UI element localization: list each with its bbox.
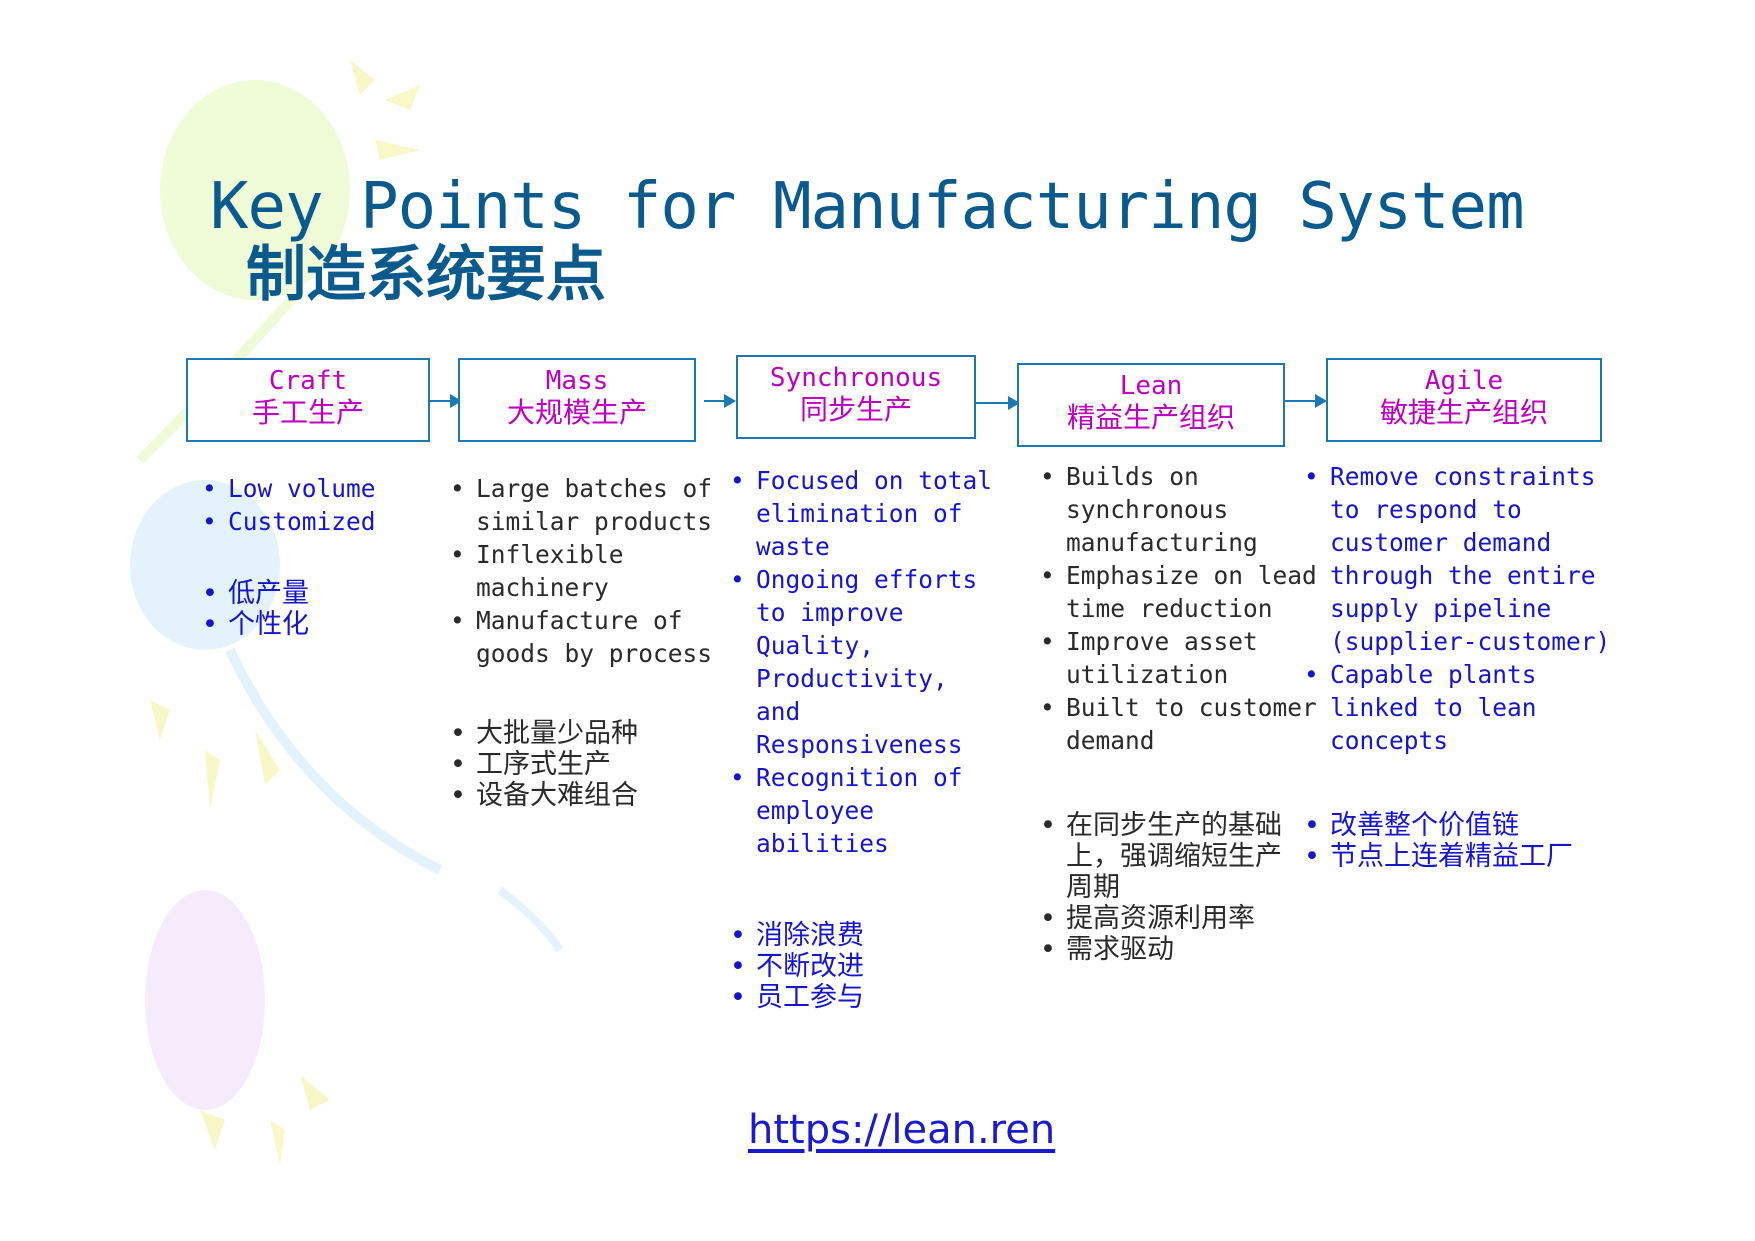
list-item: 低产量 [198,578,428,609]
list-item: Ongoing efforts to improve Quality, Prod… [726,563,998,761]
list-item: 设备大难组合 [446,780,716,811]
list-item: 不断改进 [726,951,998,982]
stage-agile-zh: 敏捷生产组织 [1379,396,1548,429]
lean-points-zh: 在同步生产的基础上，强调缩短生产周期 提高资源利用率 需求驱动 [1036,810,1302,965]
stage-lean: Lean 精益生产组织 [1017,363,1285,447]
list-item: Focused on total elimination of waste [726,464,998,563]
list-item: 改善整个价值链 [1300,810,1620,841]
list-item: Improve asset utilization [1036,625,1336,691]
synchronous-points-zh: 消除浪费 不断改进 员工参与 [726,920,998,1013]
list-item: Large batches of similar products [446,472,716,538]
stage-synchronous-en: Synchronous [769,363,943,393]
mass-points-en: Large batches of similar products Inflex… [446,472,716,670]
list-item: Builds on synchronous manufacturing [1036,460,1336,559]
list-item: 个性化 [198,609,428,640]
stage-synchronous-zh: 同步生产 [799,393,912,426]
list-item: 节点上连着精益工厂 [1300,841,1620,872]
list-item: Built to customer demand [1036,691,1336,757]
list-item: 提高资源利用率 [1036,903,1302,934]
mass-points-zh: 大批量少品种 工序式生产 设备大难组合 [446,718,716,811]
craft-points-en: Low volume Customized [198,472,428,538]
agile-points-zh: 改善整个价值链 节点上连着精益工厂 [1300,810,1620,872]
craft-points-zh: 低产量 个性化 [198,578,428,640]
stage-agile: Agile 敏捷生产组织 [1326,358,1602,442]
list-item: Low volume [198,472,428,505]
agile-points-en: Remove constraints to respond to custome… [1300,460,1620,757]
arrow-2 [704,394,736,408]
list-item: 需求驱动 [1036,934,1302,965]
list-item: Inflexible machinery [446,538,716,604]
website-link[interactable]: https://lean.ren [748,1107,1056,1153]
list-item: 工序式生产 [446,749,716,780]
list-item: Remove constraints to respond to custome… [1300,460,1620,658]
arrow-4 [1285,394,1327,408]
arrow-1 [430,394,462,408]
lean-points-en: Builds on synchronous manufacturing Emph… [1036,460,1336,757]
list-item: Capable plants linked to lean concepts [1300,658,1620,757]
list-item: 消除浪费 [726,920,998,951]
stage-mass: Mass 大规模生产 [458,358,696,442]
page-title: Key Points for Manufacturing System [210,170,1525,244]
stage-mass-zh: 大规模生产 [506,396,647,429]
list-item: 大批量少品种 [446,718,716,749]
list-item: Customized [198,505,428,538]
list-item: 员工参与 [726,982,998,1013]
page-subtitle: 制造系统要点 [246,240,606,310]
stage-craft-zh: 手工生产 [251,396,364,429]
stage-lean-zh: 精益生产组织 [1066,401,1235,434]
stage-mass-en: Mass [545,366,609,396]
arrow-3 [976,396,1020,410]
list-item: 在同步生产的基础上，强调缩短生产周期 [1036,810,1302,903]
stage-synchronous: Synchronous 同步生产 [736,355,976,439]
list-item: Recognition of employee abilities [726,761,998,860]
synchronous-points-en: Focused on total elimination of waste On… [726,464,998,860]
list-item: Emphasize on lead time reduction [1036,559,1336,625]
list-item: Manufacture of goods by process [446,604,716,670]
stage-lean-en: Lean [1119,371,1183,401]
stage-craft-en: Craft [268,366,348,396]
stage-agile-en: Agile [1424,366,1504,396]
stage-craft: Craft 手工生产 [186,358,430,442]
